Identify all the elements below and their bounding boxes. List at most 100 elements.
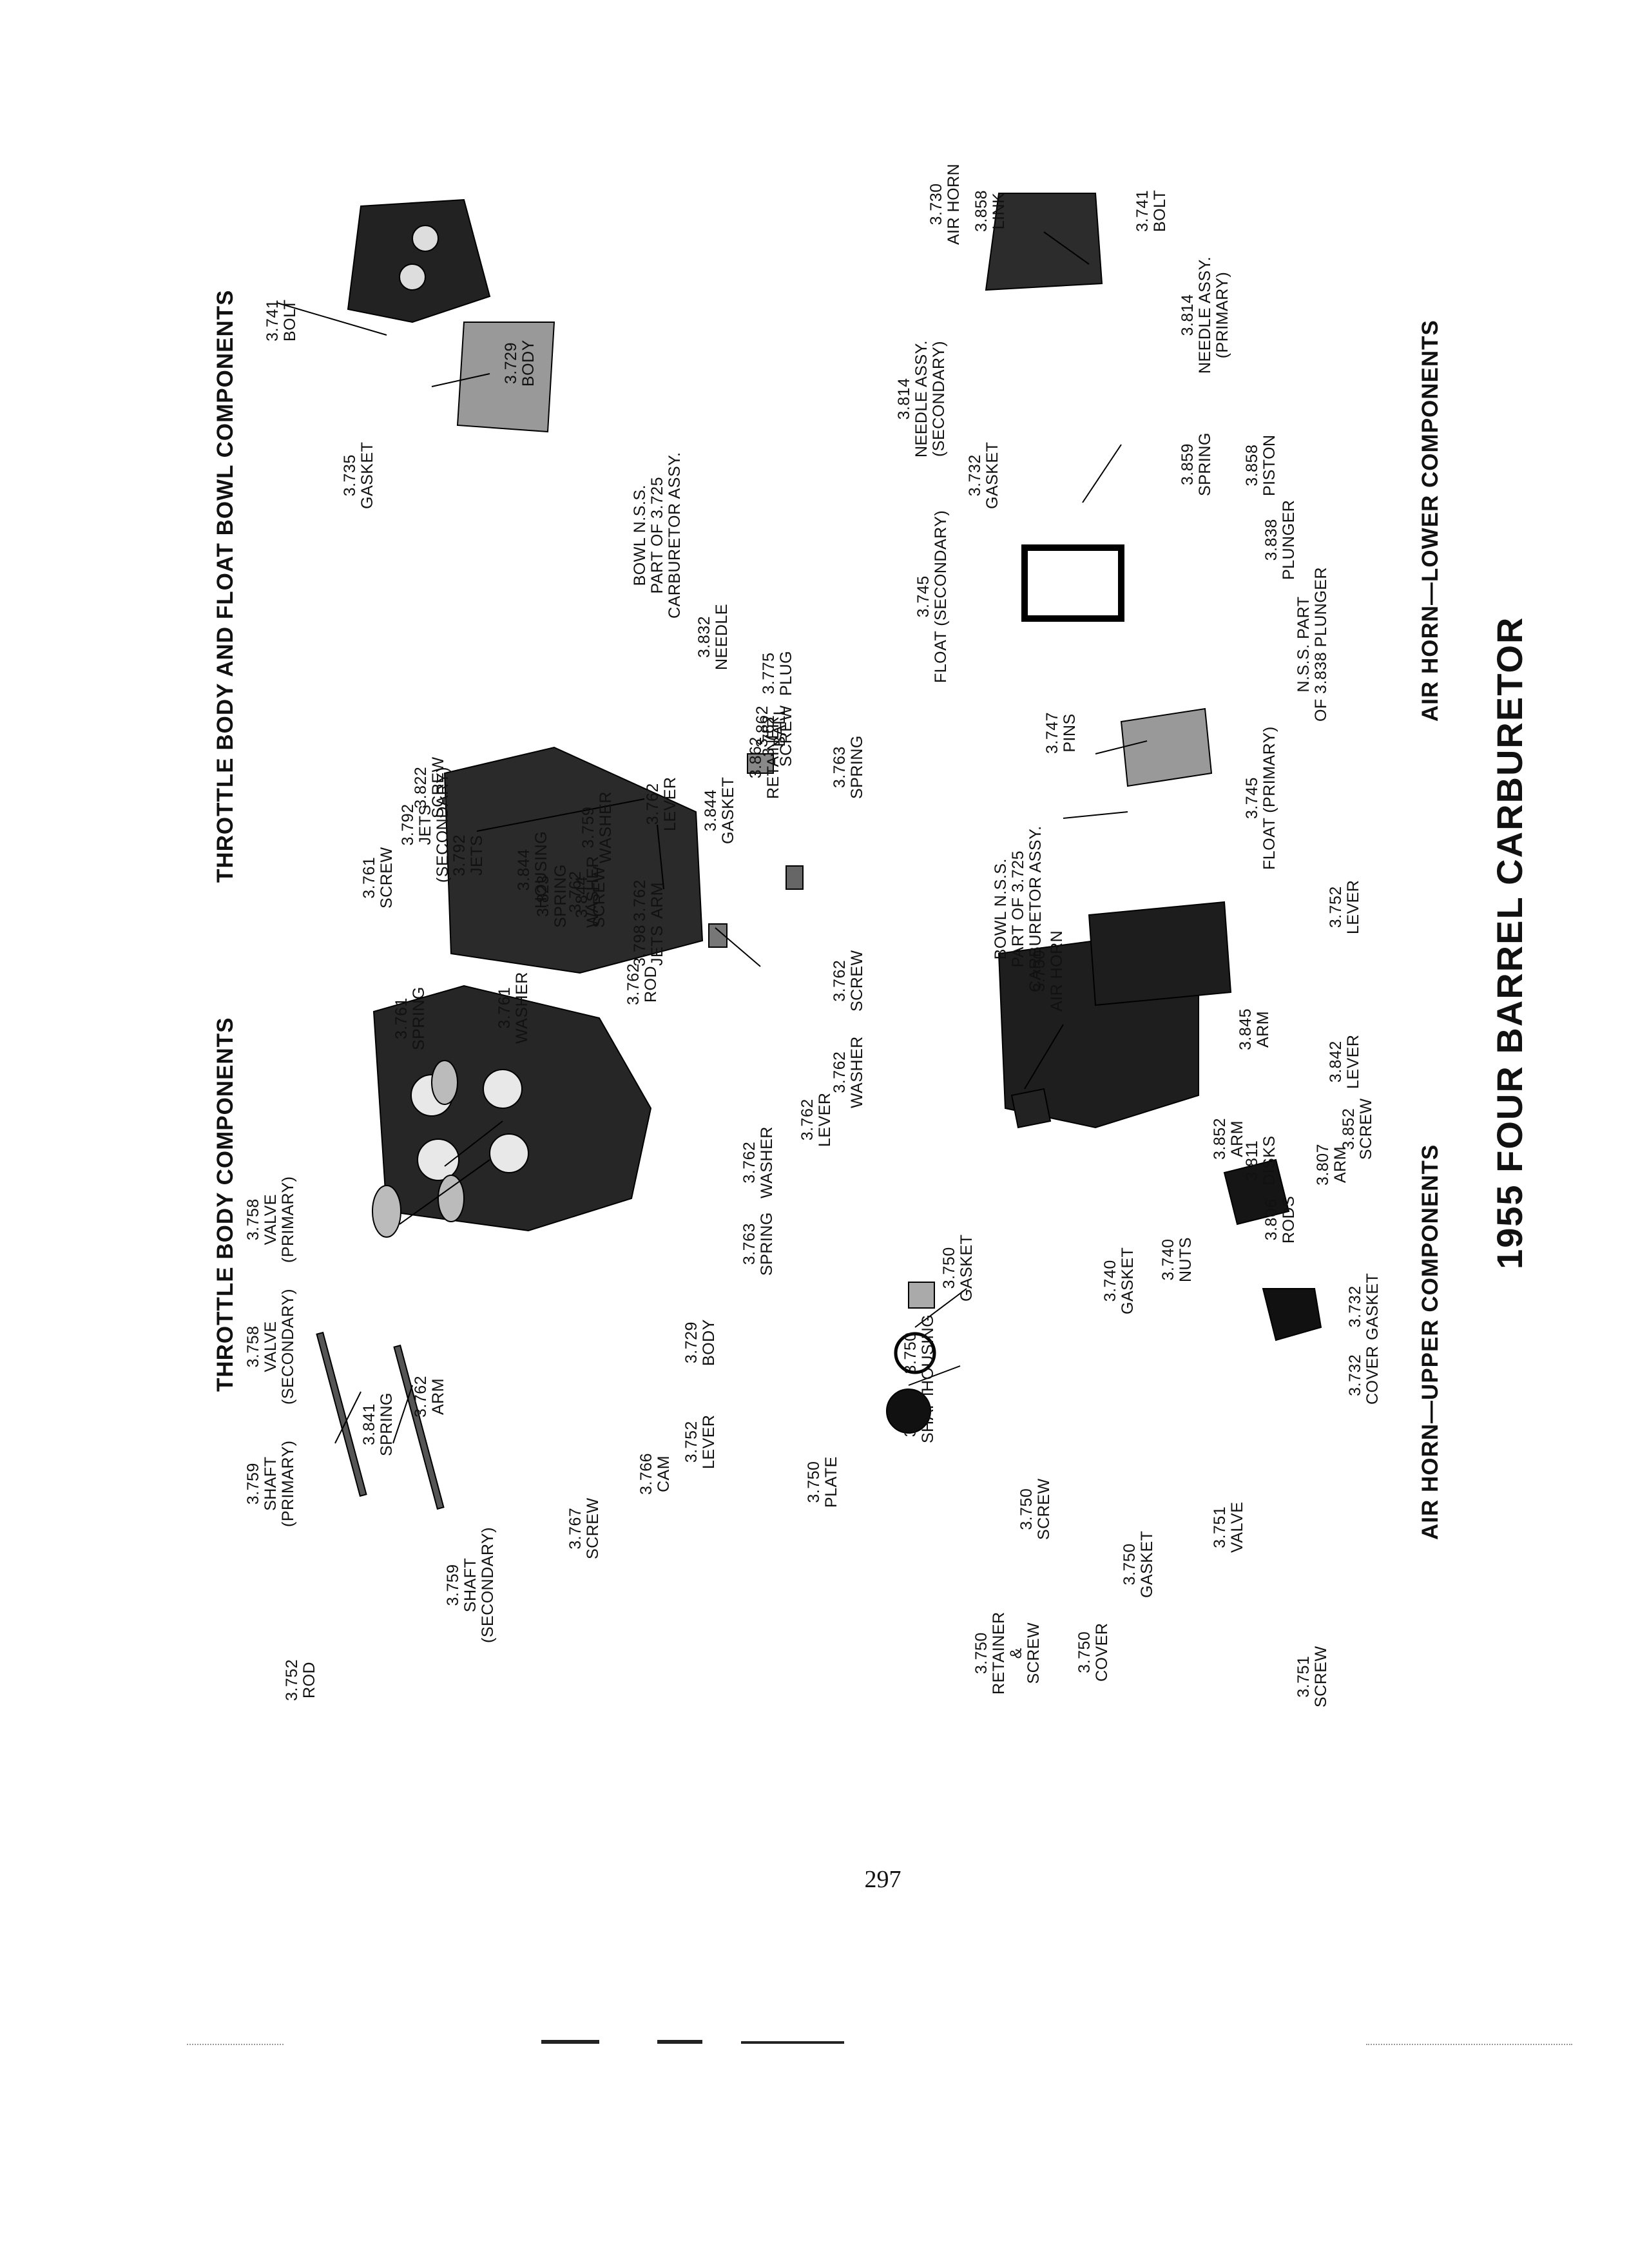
- scan-artifact: [541, 2040, 599, 2044]
- bowl-part: [1088, 901, 1232, 1006]
- linkage-part: [708, 923, 728, 948]
- cover-part: [1223, 1158, 1290, 1225]
- throttle-valve: [431, 1060, 458, 1105]
- throttle-bore: [489, 1133, 529, 1173]
- air-horn-part: [985, 193, 1103, 291]
- housing-part: [1010, 1088, 1052, 1129]
- linkage-part: [786, 865, 804, 890]
- valve-part: [1262, 1288, 1322, 1341]
- gasket-ring: [894, 1332, 936, 1374]
- plate-part: [908, 1282, 935, 1309]
- linkage-part: [747, 753, 774, 774]
- float-bowl-part: [443, 746, 704, 974]
- body-bore: [399, 264, 426, 291]
- throttle-bore: [417, 1139, 459, 1181]
- gasket-frame: [1021, 544, 1124, 622]
- page-title: 1955 FOUR BARREL CARBURETOR: [1489, 616, 1530, 1269]
- page-number: 297: [864, 1866, 901, 1893]
- throttle-shaft: [316, 1331, 367, 1497]
- section-header-throttle-body: THROTTLE BODY COMPONENTS: [213, 1017, 238, 1392]
- section-header-air-horn-lower: AIR HORN—LOWER COMPONENTS: [1418, 320, 1443, 722]
- section-header-throttle-float: THROTTLE BODY AND FLOAT BOWL COMPONENTS: [213, 289, 238, 883]
- throttle-valve: [372, 1185, 401, 1238]
- float-part: [1120, 707, 1213, 787]
- throttle-shaft: [393, 1344, 445, 1510]
- section-header-air-horn-upper: AIR HORN—UPPER COMPONENTS: [1418, 1144, 1443, 1540]
- scan-artifact: [741, 2041, 844, 2044]
- scan-artifact: [657, 2040, 702, 2044]
- parts-drawing: [276, 193, 1322, 1510]
- throttle-bore: [483, 1069, 523, 1109]
- gasket-part: [456, 322, 555, 433]
